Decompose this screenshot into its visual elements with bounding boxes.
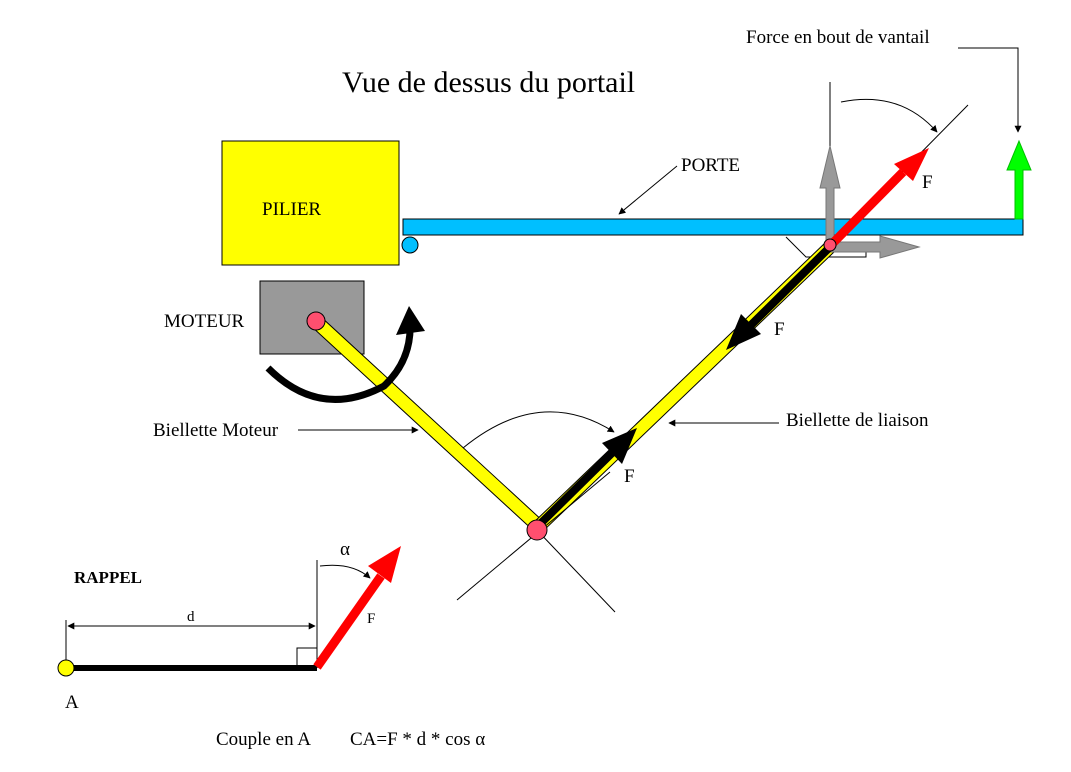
d-label: d (187, 609, 195, 625)
force-bout-label: Force en bout de vantail (746, 27, 930, 48)
red-force-head-top (894, 148, 929, 181)
grey-horizontal-force (829, 235, 921, 259)
f-low-label: F (624, 466, 635, 487)
point-a-circle (57, 659, 75, 677)
right-angle-mark-top (785, 236, 867, 258)
biellette-moteur-label: Biellette Moteur (153, 420, 279, 441)
rotation-arc (265, 321, 414, 403)
biellette-liaison-label: Biellette de liaison (786, 410, 929, 431)
black-force-head-upper (726, 314, 761, 350)
porte-label: PORTE (681, 155, 740, 176)
black-force-head-lower (602, 428, 637, 464)
biellette-moteur-rod (310, 315, 546, 534)
lower-pivot-circle (526, 519, 548, 541)
pilier-label: PILIER (262, 199, 321, 220)
porte-leader (618, 165, 678, 215)
f-top-label: F (922, 172, 933, 193)
alpha-arc (319, 564, 371, 579)
cross-line-2 (534, 527, 616, 613)
couple-label: Couple en A (216, 729, 311, 750)
black-force-shaft-upper (747, 244, 833, 329)
angle-arc-top (840, 98, 938, 133)
moteur-label: MOTEUR (164, 311, 245, 332)
right-angle-mark-rappel (296, 647, 317, 668)
pilier-box (221, 140, 400, 266)
red-force-shaft-rappel (313, 573, 385, 670)
upper-pivot-circle (823, 238, 837, 252)
red-force-head-rappel (368, 546, 401, 583)
formula-label: CA=F * d * cos α (350, 729, 485, 750)
diagram-title: Vue de dessus du portail (342, 66, 635, 99)
red-force-shaft-top (826, 168, 907, 250)
alpha-label: α (340, 539, 350, 560)
motor-pivot-circle (306, 311, 326, 331)
black-force-shaft-lower (533, 450, 615, 531)
porte-bar (402, 218, 1024, 236)
curved-arrow-icon (396, 306, 425, 335)
a-label: A (65, 692, 79, 713)
hinge-circle (401, 236, 419, 254)
f-rappel-label: F (367, 611, 375, 627)
green-force-arrow (1006, 139, 1032, 220)
f-mid-label: F (774, 319, 785, 340)
force-bout-leader (958, 47, 1022, 133)
rappel-heading: RAPPEL (74, 568, 142, 587)
angle-arc-middle (462, 411, 615, 449)
